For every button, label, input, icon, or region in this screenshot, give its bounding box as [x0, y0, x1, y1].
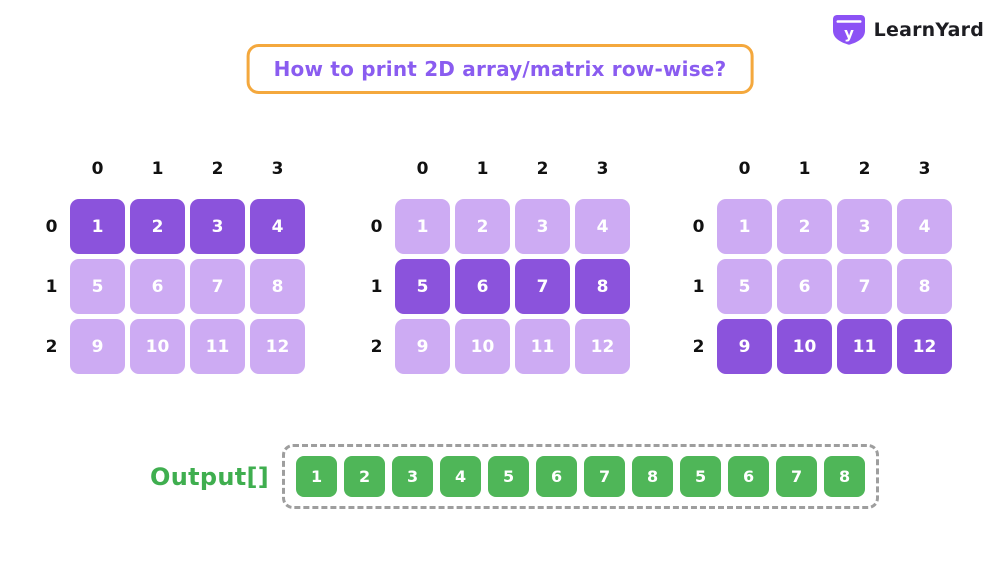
matrix-cell: 2 — [130, 199, 185, 254]
row-index-label: 1 — [692, 276, 705, 297]
matrix-cell: 7 — [837, 259, 892, 314]
col-index-label: 1 — [798, 159, 811, 179]
matrix-corner — [363, 158, 390, 180]
matrix-corner — [685, 158, 712, 180]
row-index-label: 0 — [370, 216, 383, 237]
col-index-label: 2 — [211, 159, 224, 179]
matrix-cell: 11 — [190, 319, 245, 374]
matrix-cell: 2 — [455, 199, 510, 254]
matrix-cell: 9 — [395, 319, 450, 374]
matrix-cell: 2 — [777, 199, 832, 254]
matrix-cell: 7 — [515, 259, 570, 314]
col-index-label: 0 — [416, 159, 429, 179]
matrix-cell: 1 — [717, 199, 772, 254]
matrix-cell: 12 — [897, 319, 952, 374]
svg-text:y: y — [844, 25, 854, 43]
output-cell: 3 — [392, 456, 434, 497]
learnyard-shield-icon: y — [832, 14, 866, 46]
row-index-label: 1 — [45, 276, 58, 297]
row-index-label: 2 — [45, 336, 58, 357]
output-cell: 4 — [440, 456, 482, 497]
output-label: Output[] — [150, 462, 270, 491]
matrix-cell: 6 — [455, 259, 510, 314]
matrix-cell: 5 — [395, 259, 450, 314]
matrix-cell: 6 — [777, 259, 832, 314]
row-index-label: 2 — [692, 336, 705, 357]
matrix-header-row: 0 1 2 3 — [685, 158, 952, 180]
matrix-cell: 3 — [190, 199, 245, 254]
matrix-cell: 10 — [455, 319, 510, 374]
col-index-label: 3 — [271, 159, 284, 179]
row-index-label: 2 — [370, 336, 383, 357]
matrix-cell: 5 — [70, 259, 125, 314]
matrix-cell: 4 — [250, 199, 305, 254]
output-cell: 1 — [296, 456, 338, 497]
title-banner: How to print 2D array/matrix row-wise? — [246, 44, 754, 94]
col-index-label: 1 — [151, 159, 164, 179]
matrix-header-row: 0 1 2 3 — [363, 158, 630, 180]
output-cell: 7 — [584, 456, 626, 497]
matrix-cell: 4 — [897, 199, 952, 254]
output-cell: 2 — [344, 456, 386, 497]
row-index-label: 0 — [692, 216, 705, 237]
matrix-header-row: 0 1 2 3 — [38, 158, 305, 180]
output-cell: 7 — [776, 456, 818, 497]
matrix-cell: 3 — [837, 199, 892, 254]
matrix-cell: 8 — [897, 259, 952, 314]
col-index-label: 2 — [536, 159, 549, 179]
output-cell: 8 — [824, 456, 866, 497]
col-index-label: 1 — [476, 159, 489, 179]
page-title: How to print 2D array/matrix row-wise? — [273, 57, 727, 81]
matrix-cell: 10 — [130, 319, 185, 374]
matrix-cell: 12 — [575, 319, 630, 374]
row-index-label: 1 — [370, 276, 383, 297]
col-index-label: 2 — [858, 159, 871, 179]
matrix-cell: 9 — [70, 319, 125, 374]
matrix-cell: 11 — [515, 319, 570, 374]
matrix-cell: 5 — [717, 259, 772, 314]
matrix-cell: 3 — [515, 199, 570, 254]
learnyard-logo: y LearnYard — [832, 14, 984, 46]
matrix-corner — [38, 158, 65, 180]
col-index-label: 0 — [91, 159, 104, 179]
matrix-cell: 1 — [395, 199, 450, 254]
output-cell: 6 — [536, 456, 578, 497]
row-index-label: 0 — [45, 216, 58, 237]
matrix-cell: 8 — [575, 259, 630, 314]
matrix-cell: 6 — [130, 259, 185, 314]
matrix-cell: 4 — [575, 199, 630, 254]
col-index-label: 3 — [918, 159, 931, 179]
output-cell: 5 — [488, 456, 530, 497]
matrix-cell: 7 — [190, 259, 245, 314]
output-cell: 5 — [680, 456, 722, 497]
matrix-cell: 10 — [777, 319, 832, 374]
output-cell: 6 — [728, 456, 770, 497]
matrix-cell: 9 — [717, 319, 772, 374]
matrix-cell: 1 — [70, 199, 125, 254]
col-index-label: 3 — [596, 159, 609, 179]
matrix-cell: 8 — [250, 259, 305, 314]
output-cell: 8 — [632, 456, 674, 497]
col-index-label: 0 — [738, 159, 751, 179]
matrix-cell: 11 — [837, 319, 892, 374]
logo-brand-text: LearnYard — [873, 19, 984, 41]
matrix-cell: 12 — [250, 319, 305, 374]
